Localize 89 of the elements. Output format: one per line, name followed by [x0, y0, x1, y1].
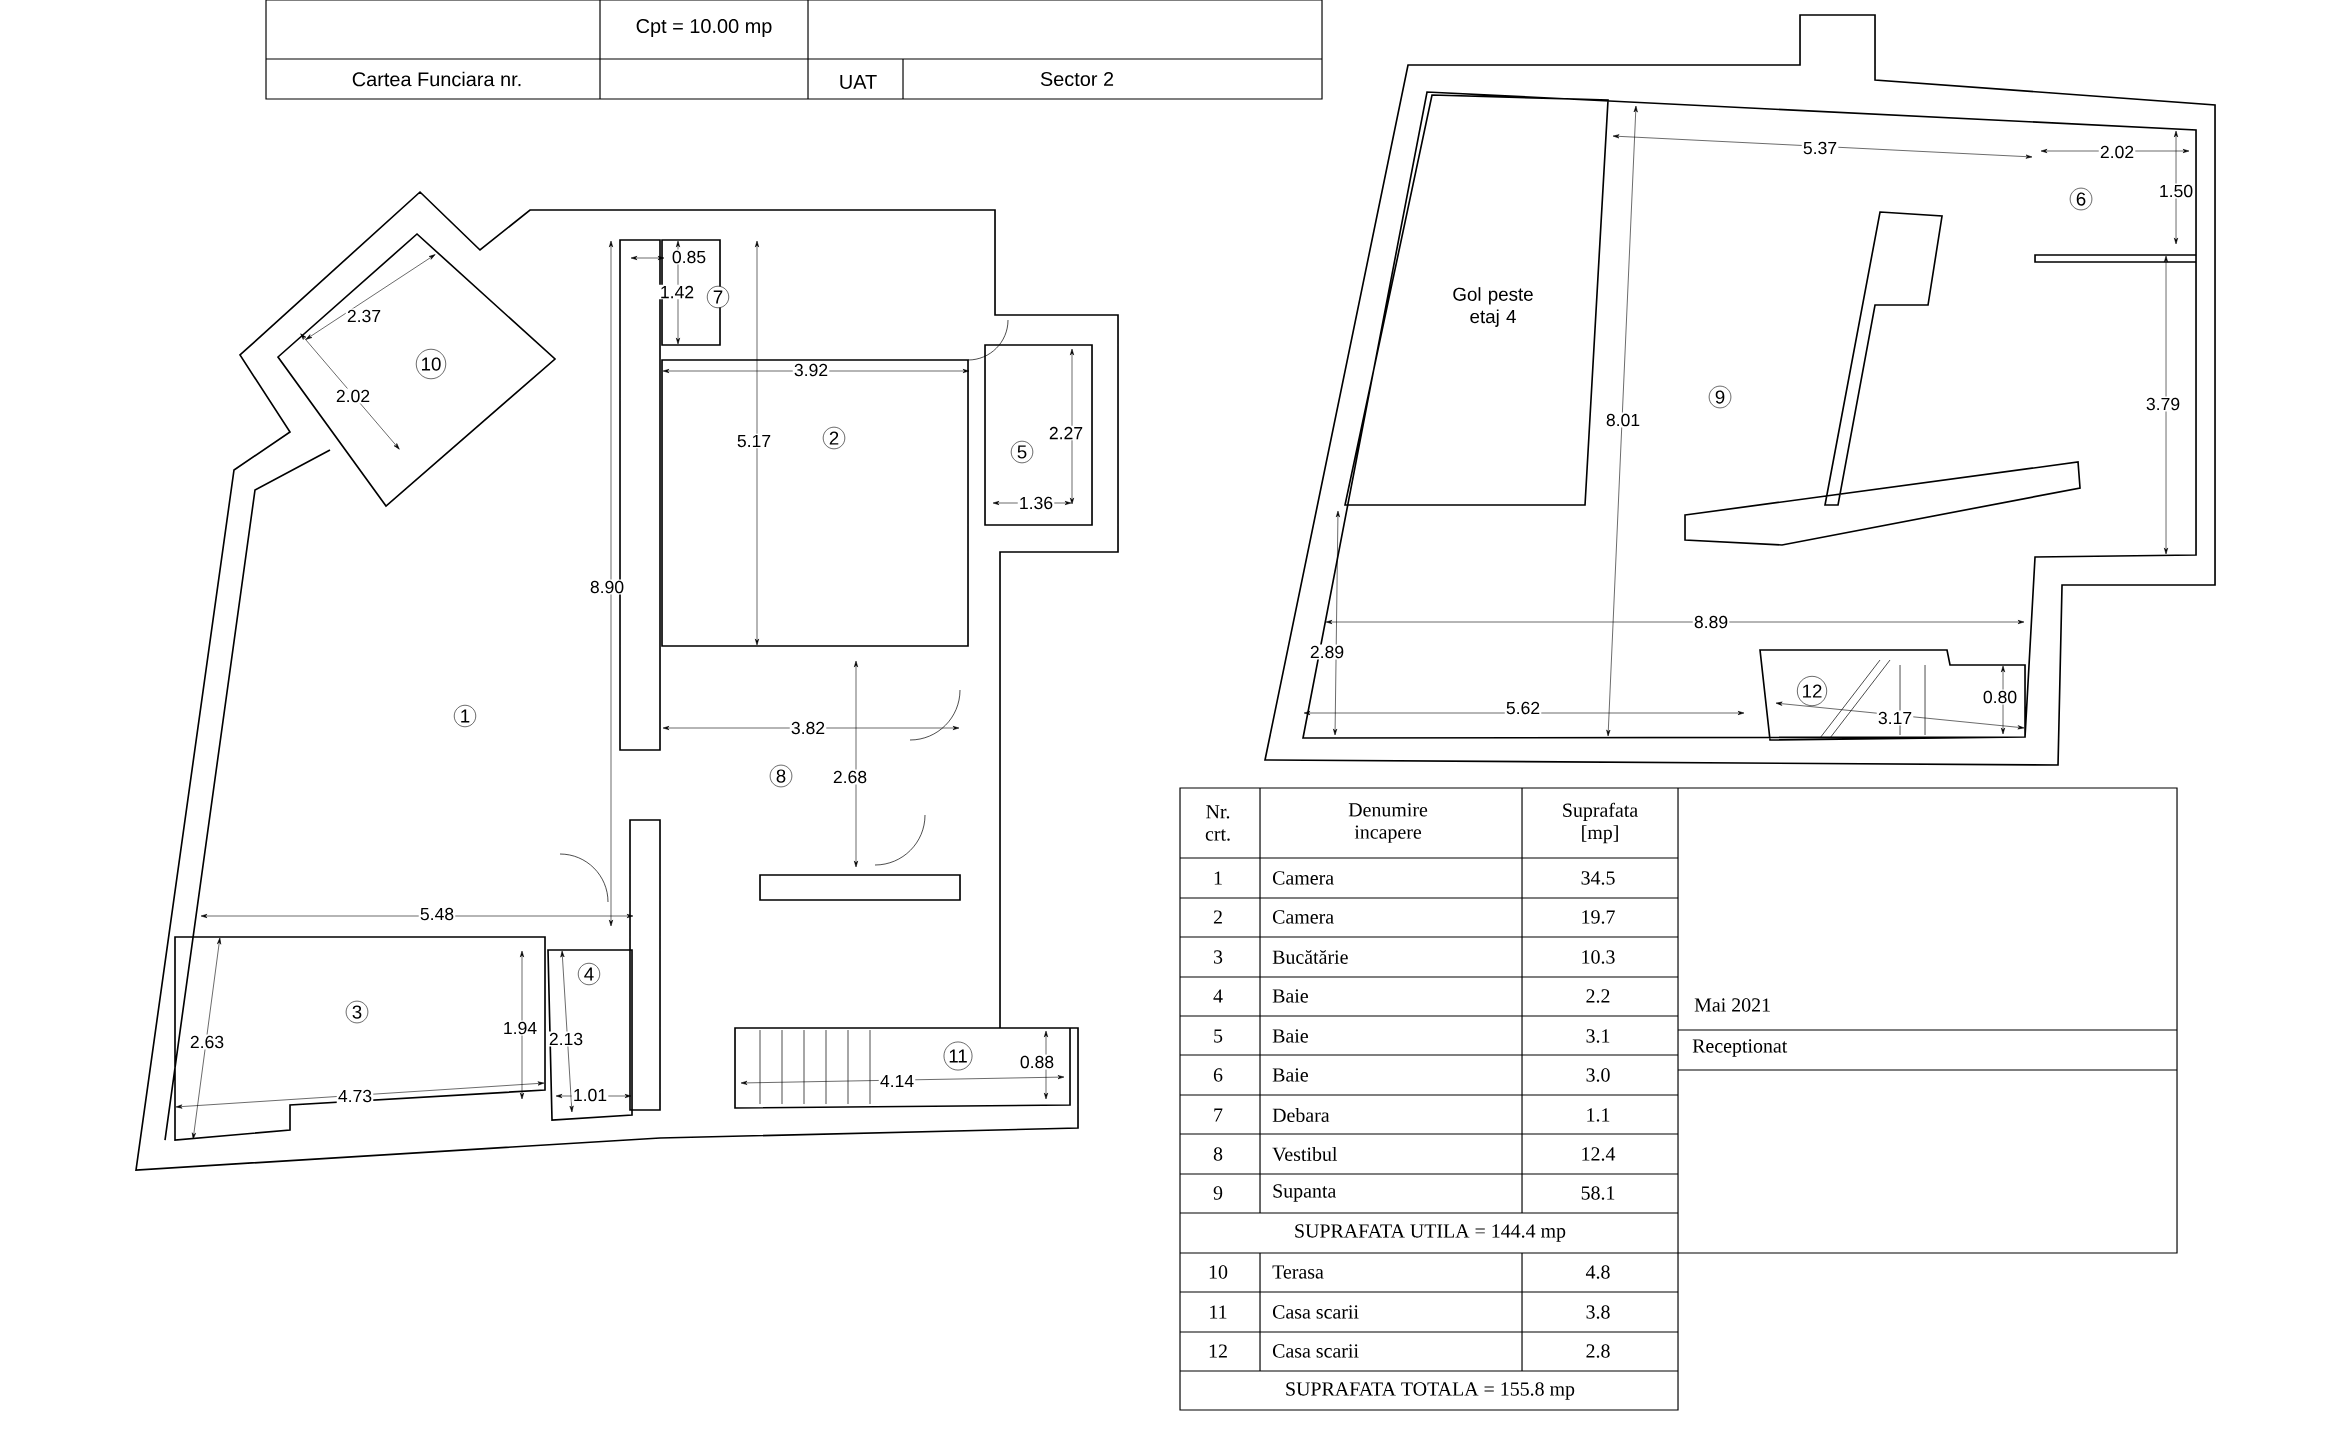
table-cell-text: 2.8	[1586, 1344, 1610, 1358]
dimension-label: 0.85	[670, 249, 708, 265]
table-cell-text: Baie	[1272, 989, 1308, 1003]
room-number: 11	[943, 1041, 973, 1071]
table-cell-text: 58.1	[1581, 1186, 1615, 1200]
room-number: 7	[706, 285, 730, 309]
table-cell-text: 34.5	[1581, 871, 1615, 885]
table-cell-text: 3	[1214, 950, 1223, 964]
room-number: 2	[822, 426, 846, 450]
table-cell-text: 11	[1210, 1305, 1227, 1319]
table-cell-text: 10.3	[1582, 950, 1615, 964]
dimension-label: 8.90	[588, 579, 626, 595]
table-cell-text: Baie	[1272, 1068, 1308, 1082]
dimension-label: 0.80	[1981, 689, 2019, 705]
table-cell-text: 2	[1213, 910, 1222, 924]
dimension-label: 5.62	[1504, 700, 1542, 716]
room-number: 5	[1010, 440, 1034, 464]
dimension-label: 1.94	[501, 1020, 539, 1036]
room-number: 12	[1797, 676, 1828, 706]
dimension-label: 1.01	[571, 1087, 609, 1103]
dimension-label: 5.48	[418, 906, 456, 922]
table-cell-text: Bucătărie	[1272, 950, 1348, 964]
column-header: Nr. crt.	[1205, 805, 1230, 841]
column-header: Suprafata [mp]	[1563, 802, 1638, 844]
room-number: 8	[769, 764, 793, 788]
dimension-label: 0.88	[1018, 1054, 1056, 1070]
table-cell-text: 12.4	[1582, 1147, 1616, 1161]
table-cell-text: 3.1	[1586, 1029, 1610, 1043]
table-cell-text: 1.1	[1587, 1108, 1610, 1122]
table-cell-text: 6	[1213, 1068, 1223, 1082]
table-cell-text: Sector 2	[1040, 71, 1114, 87]
room-number: 10	[415, 348, 447, 380]
table-cell-text: 3.0	[1586, 1068, 1610, 1082]
table-cell-text: 2.2	[1586, 989, 1610, 1003]
dimension-label: 4.73	[336, 1088, 374, 1104]
table-cell-text: 3.8	[1586, 1305, 1610, 1319]
room-number: 4	[577, 962, 601, 986]
dimension-label: 8.01	[1604, 412, 1642, 428]
room-number: 1	[453, 704, 477, 728]
table-cell-text: Receptionat	[1692, 1039, 1788, 1057]
dimension-label: 5.37	[1801, 140, 1839, 156]
dimension-label: 2.37	[345, 308, 383, 324]
dimension-label: 8.89	[1692, 614, 1730, 630]
dimension-label: 2.02	[334, 388, 372, 404]
dimension-label: 5.17	[735, 433, 773, 449]
table-cell-text: 4.8	[1585, 1265, 1610, 1279]
dimension-label: 3.92	[792, 362, 830, 378]
table-cell-text: 19.7	[1582, 910, 1615, 924]
dimension-label: 1.50	[2157, 183, 2195, 199]
dimension-label: 2.13	[547, 1031, 585, 1047]
dimension-label: 2.02	[2098, 144, 2136, 160]
room-number: 6	[2069, 187, 2093, 211]
table-cell-text: 10	[1209, 1265, 1228, 1279]
room-label: Gol peste etaj 4	[1453, 287, 1533, 327]
dimension-label: 3.17	[1876, 710, 1914, 726]
table-cell-text: Cpt = 10.00 mp	[636, 19, 772, 37]
dimension-label: 1.36	[1017, 495, 1055, 511]
dimension-label: 2.68	[831, 769, 869, 785]
dimension-label: 3.82	[789, 720, 827, 736]
table-cell-text: Supanta	[1273, 1184, 1337, 1202]
table-cell-text: 5	[1214, 1029, 1223, 1043]
table-cell-text: Terasa	[1272, 1265, 1324, 1279]
room-number: 9	[1708, 385, 1732, 409]
table-cell-text: Baie	[1272, 1029, 1308, 1043]
table-cell-text: 7	[1214, 1108, 1223, 1122]
table-cell-text: UAT	[840, 75, 877, 89]
table-cell-text: 8	[1213, 1147, 1223, 1161]
table-cell-text: Casa scarii	[1272, 1305, 1359, 1319]
dimension-label: 2.63	[188, 1034, 226, 1050]
table-cell-text: Debara	[1272, 1108, 1330, 1123]
table-cell-text: Mai 2021	[1694, 998, 1770, 1012]
dimension-label: 3.79	[2144, 396, 2182, 412]
dimension-label: 4.14	[878, 1073, 916, 1089]
dimension-label: 2.27	[1047, 425, 1085, 441]
table-cell-text: Camera	[1272, 871, 1334, 885]
table-cell-text: 4	[1213, 989, 1223, 1003]
column-header: Denumire incapere	[1348, 803, 1428, 843]
table-cell-text: 12	[1209, 1344, 1227, 1358]
table-cell-text: 1	[1214, 871, 1222, 885]
table-cell-text: 9	[1213, 1186, 1223, 1200]
table-cell-text: Camera	[1272, 910, 1334, 924]
table-cell-text: Casa scarii	[1272, 1344, 1359, 1358]
table-total: SUPRAFATA UTILA = 144.4 mp	[1295, 1224, 1566, 1242]
table-total: SUPRAFATA TOTALA = 155.8 mp	[1286, 1382, 1575, 1400]
table-cell-text: Cartea Funciara nr.	[352, 71, 521, 87]
room-number: 3	[345, 1000, 369, 1024]
dimension-label: 1.42	[658, 284, 696, 300]
dimension-label: 2.89	[1308, 644, 1346, 660]
table-cell-text: Vestibul	[1272, 1146, 1338, 1162]
